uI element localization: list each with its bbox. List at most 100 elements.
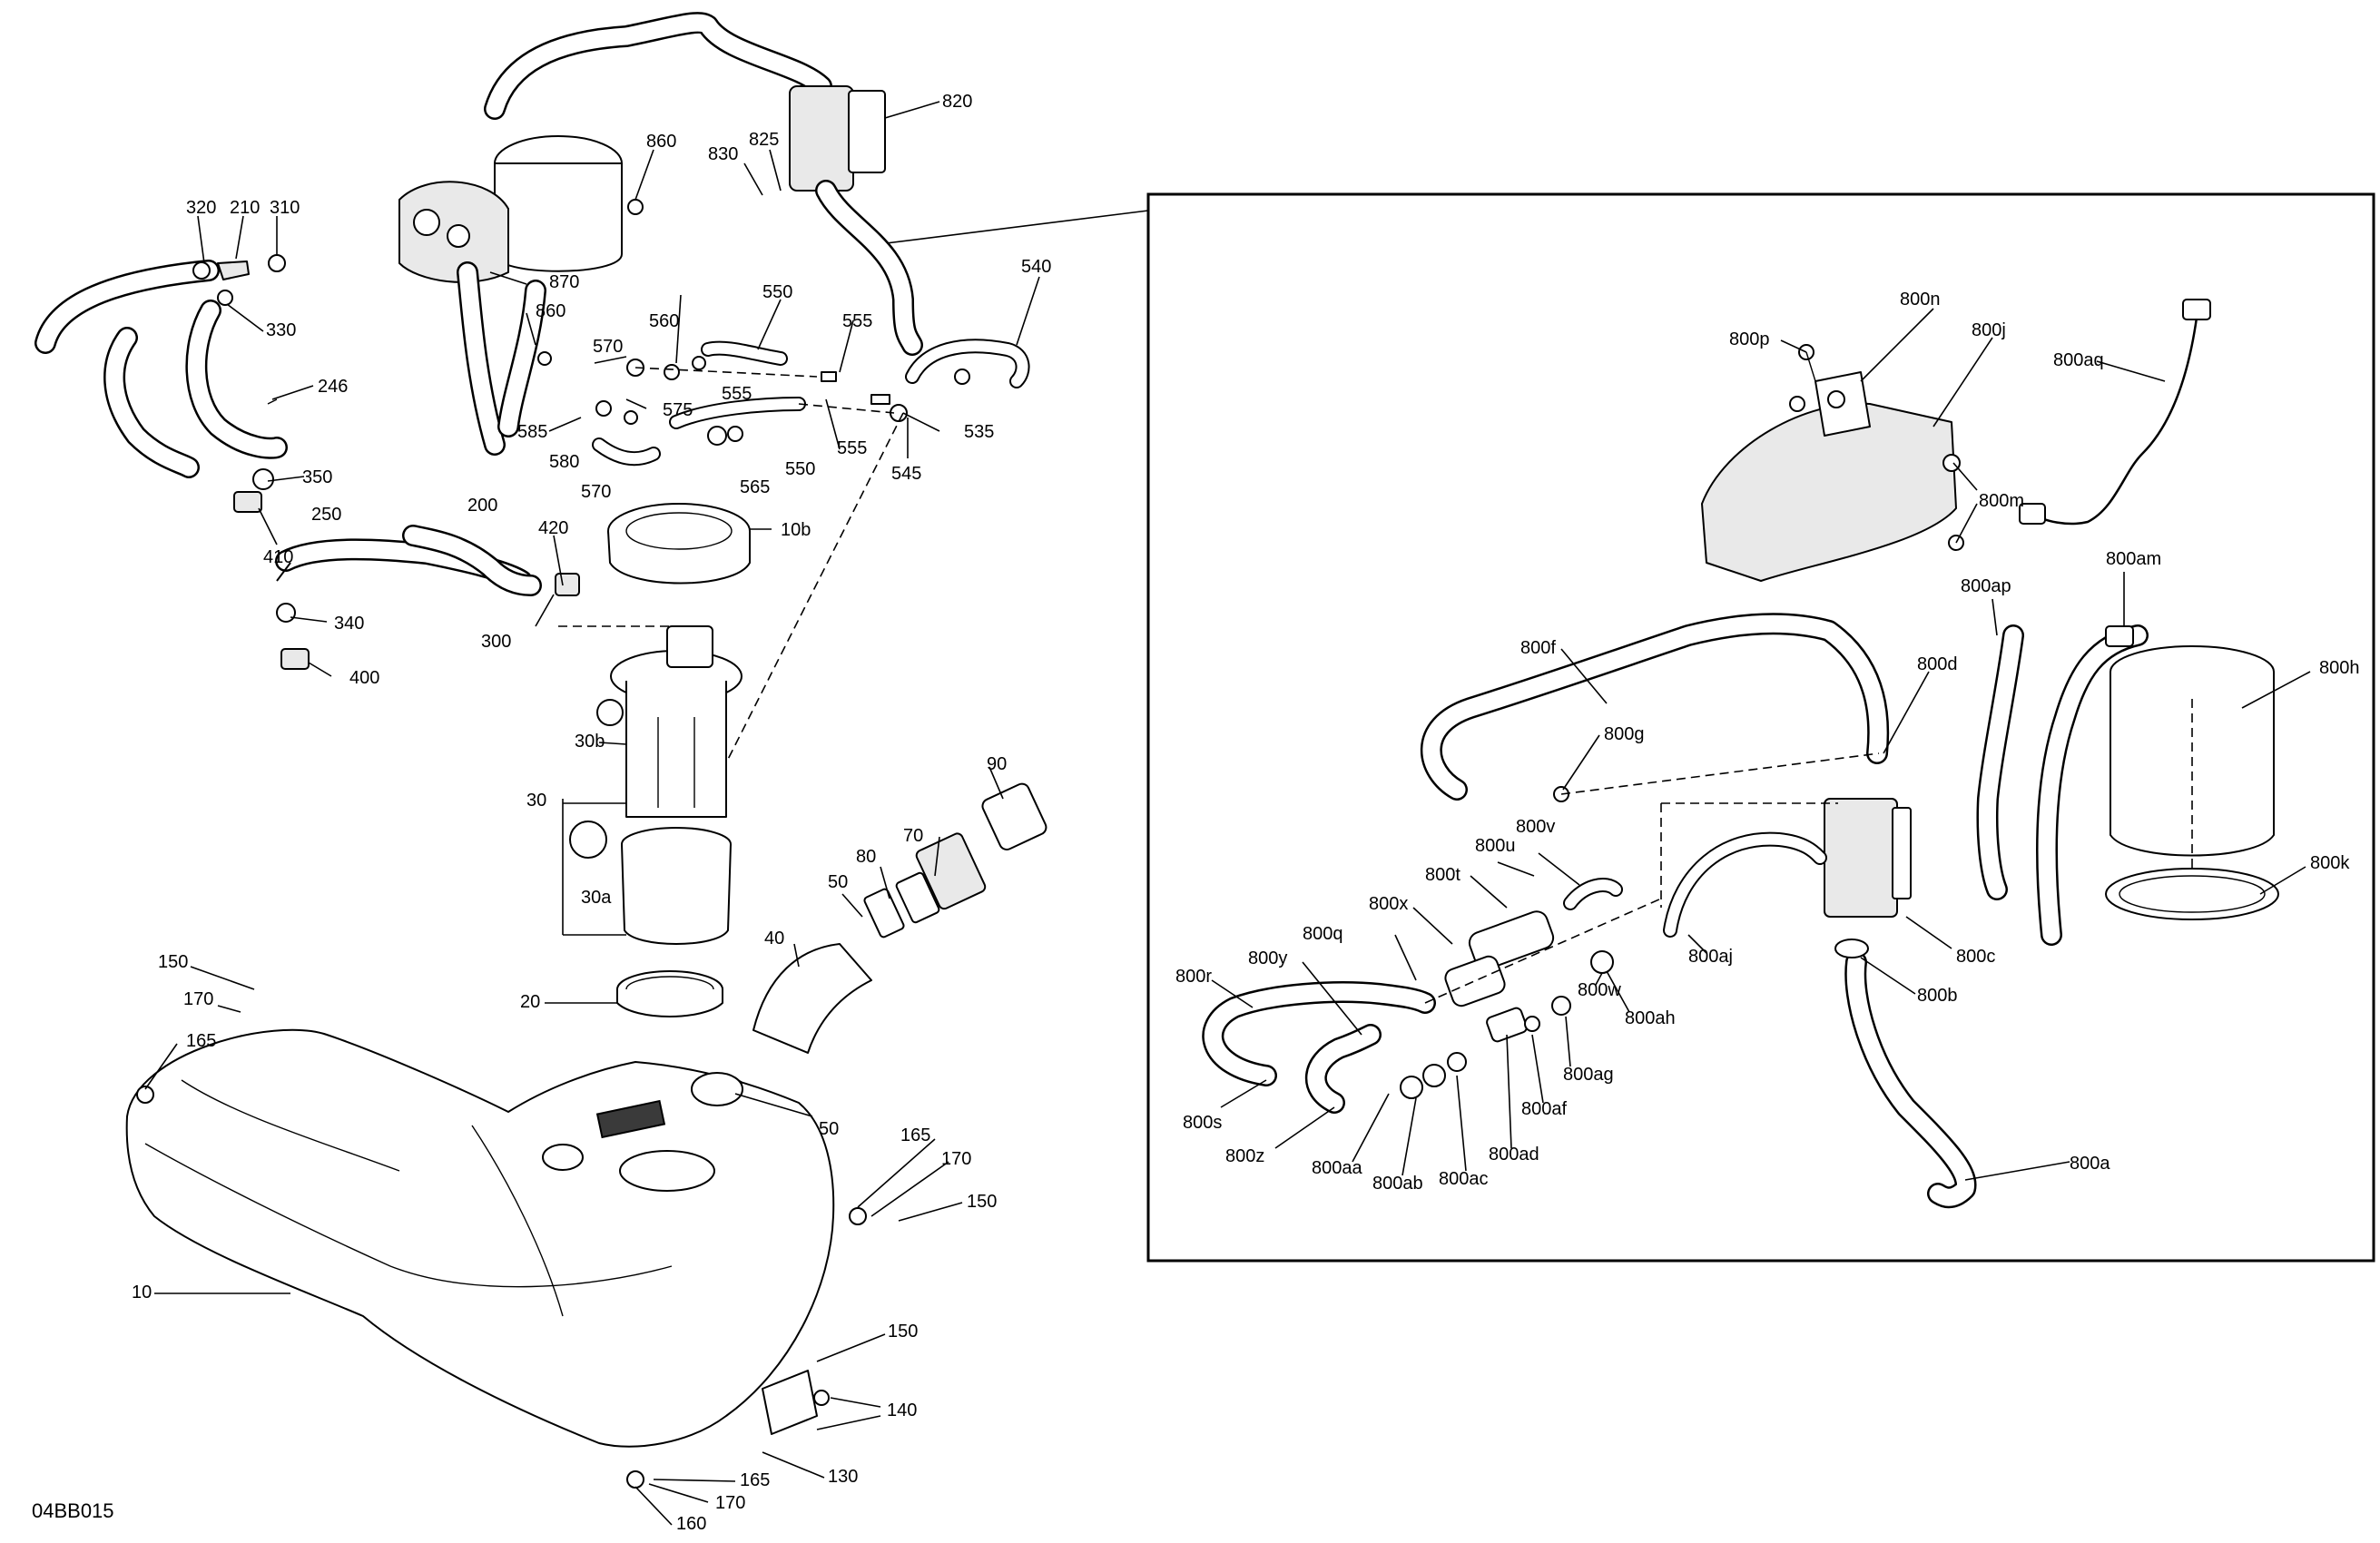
- callout-165: 165: [900, 1125, 930, 1145]
- callout-800q: 800q: [1303, 924, 1343, 944]
- fuel-tank: [125, 1028, 867, 1489]
- callout-545: 545: [891, 464, 921, 484]
- detail-vent-sensor-wire: [2019, 299, 2211, 526]
- callout-800ad: 800ad: [1489, 1145, 1539, 1165]
- callout-800ah: 800ah: [1625, 1008, 1676, 1028]
- pump-gasket: [616, 970, 723, 1017]
- callout-90: 90: [987, 754, 1007, 774]
- callout-40: 40: [764, 929, 784, 948]
- callout-50: 50: [828, 872, 848, 892]
- callout-555: 555: [842, 311, 872, 331]
- fuel-pump-module: [558, 625, 743, 945]
- callout-550: 550: [762, 282, 792, 302]
- callout-30b: 30b: [575, 732, 605, 752]
- detail-filter-line: [1202, 878, 1662, 1114]
- callout-800h: 800h: [2319, 658, 2360, 678]
- callout-170: 170: [715, 1493, 745, 1513]
- callout-800aj: 800aj: [1688, 947, 1733, 967]
- callout-410: 410: [263, 547, 293, 567]
- callout-160: 160: [676, 1514, 706, 1534]
- callout-570: 570: [581, 482, 611, 502]
- callout-860: 860: [536, 301, 565, 321]
- detail-hose-800f: [1420, 613, 1890, 802]
- callout-800ag: 800ag: [1563, 1065, 1614, 1085]
- callout-820: 820: [942, 92, 972, 112]
- callout-150: 150: [967, 1192, 997, 1212]
- callout-800m: 800m: [1979, 491, 2024, 511]
- callout-165: 165: [740, 1470, 770, 1490]
- callout-870: 870: [549, 272, 579, 292]
- filler-neck-group: [705, 782, 1047, 1101]
- detail-valve-800c: [1660, 798, 1977, 1209]
- callout-825: 825: [749, 130, 779, 150]
- detail-bracket-assembly: [1701, 344, 1964, 582]
- callout-210: 210: [230, 198, 260, 218]
- fuel-vent-lines: [592, 339, 1030, 800]
- callout-246: 246: [318, 377, 348, 397]
- callout-140: 140: [887, 1400, 917, 1420]
- callout-400: 400: [349, 668, 379, 688]
- callout-330: 330: [266, 320, 296, 340]
- callout-575: 575: [663, 400, 693, 420]
- callout-30a: 30a: [581, 888, 612, 908]
- callout-130: 130: [828, 1467, 858, 1487]
- callout-800am: 800am: [2106, 549, 2161, 569]
- detail-leader-lines: [1211, 308, 2311, 1181]
- callout-580: 580: [549, 452, 579, 472]
- callout-555: 555: [722, 384, 752, 404]
- callout-570: 570: [593, 337, 623, 357]
- pump-lock-ring: [607, 503, 751, 585]
- callout-250: 250: [311, 505, 341, 525]
- callout-70: 70: [903, 826, 923, 846]
- callout-labels-detail: 800n 800p 800j 800aq 800m 800ap 800am 80…: [1175, 290, 2360, 1194]
- callout-150: 150: [158, 952, 188, 972]
- callout-800b: 800b: [1917, 986, 1958, 1006]
- callout-830: 830: [708, 144, 738, 164]
- detail-connector-line: [870, 210, 1149, 246]
- callout-170: 170: [183, 989, 213, 1009]
- drawing-code: 04BB015: [32, 1499, 114, 1522]
- callout-550: 550: [785, 459, 815, 479]
- callout-800a: 800a: [2070, 1154, 2110, 1174]
- callout-800n: 800n: [1900, 290, 1941, 310]
- main-leader-lines: [144, 101, 1040, 1526]
- callout-800w: 800w: [1578, 980, 1621, 1000]
- callout-800g: 800g: [1604, 724, 1645, 744]
- callout-535: 535: [964, 422, 994, 442]
- callout-10b: 10b: [781, 520, 811, 540]
- callout-800s: 800s: [1183, 1113, 1222, 1133]
- evap-canister-assembly: [398, 12, 923, 456]
- callout-10: 10: [132, 1283, 152, 1302]
- callout-340: 340: [334, 614, 364, 634]
- callout-170: 170: [941, 1149, 971, 1169]
- callout-350: 350: [302, 467, 332, 487]
- callout-800ab: 800ab: [1372, 1174, 1423, 1194]
- callout-585: 585: [517, 422, 547, 442]
- callout-800r: 800r: [1175, 967, 1212, 987]
- callout-20: 20: [520, 992, 540, 1012]
- callout-800t: 800t: [1425, 865, 1460, 885]
- callout-labels-main: 820 825 830 860 870 860 320 210 310 330 …: [132, 92, 1051, 1534]
- callout-300: 300: [481, 632, 511, 652]
- callout-800z: 800z: [1225, 1146, 1264, 1166]
- callout-800k: 800k: [2310, 853, 2350, 873]
- callout-420: 420: [538, 518, 568, 538]
- callout-50: 50: [819, 1119, 839, 1139]
- callout-80: 80: [856, 847, 876, 867]
- callout-800f: 800f: [1520, 638, 1556, 658]
- callout-800ap: 800ap: [1961, 576, 2011, 596]
- callout-800af: 800af: [1521, 1099, 1567, 1119]
- callout-540: 540: [1021, 257, 1051, 277]
- callout-800x: 800x: [1369, 894, 1408, 914]
- detail-canister: [1976, 624, 2279, 946]
- callout-860: 860: [646, 132, 676, 152]
- callout-150: 150: [888, 1322, 918, 1342]
- callout-800u: 800u: [1475, 836, 1516, 856]
- callout-800y: 800y: [1248, 948, 1287, 968]
- callout-800d: 800d: [1917, 654, 1958, 674]
- callout-560: 560: [649, 311, 679, 331]
- callout-200: 200: [467, 496, 497, 516]
- callout-800v: 800v: [1516, 817, 1555, 837]
- detail-view-frame: [1146, 192, 2375, 1263]
